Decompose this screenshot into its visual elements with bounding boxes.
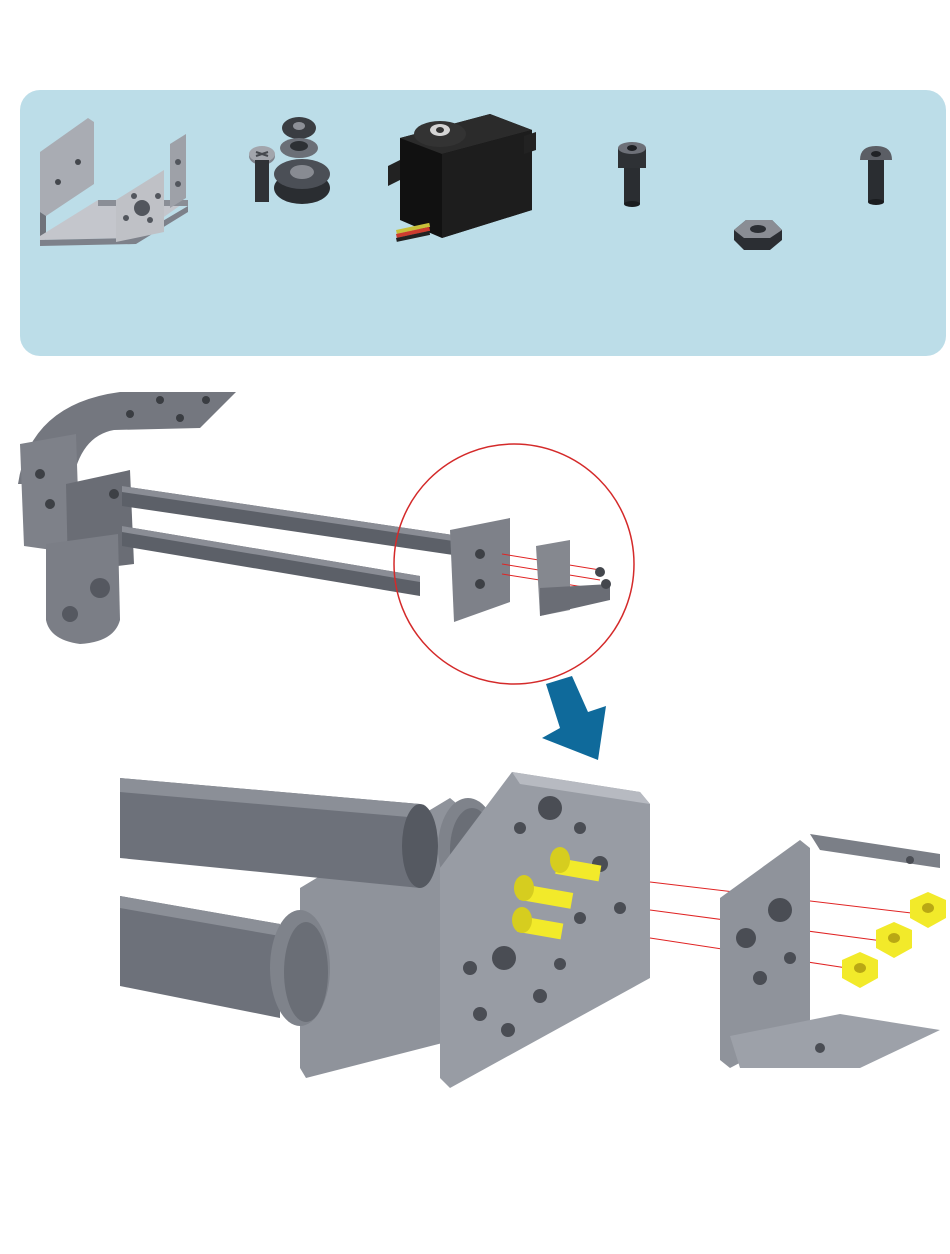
exploded-bracket-icon [120, 768, 950, 1098]
horn-screw-icon [244, 114, 344, 210]
servo-icon [386, 98, 536, 258]
arm-assembly-icon [10, 374, 650, 694]
button-screw-icon [856, 142, 896, 208]
hex-nut-icon [730, 214, 786, 254]
bracket-icon [38, 112, 198, 252]
down-arrow-icon [528, 676, 610, 760]
cap-screw-icon [614, 142, 650, 208]
